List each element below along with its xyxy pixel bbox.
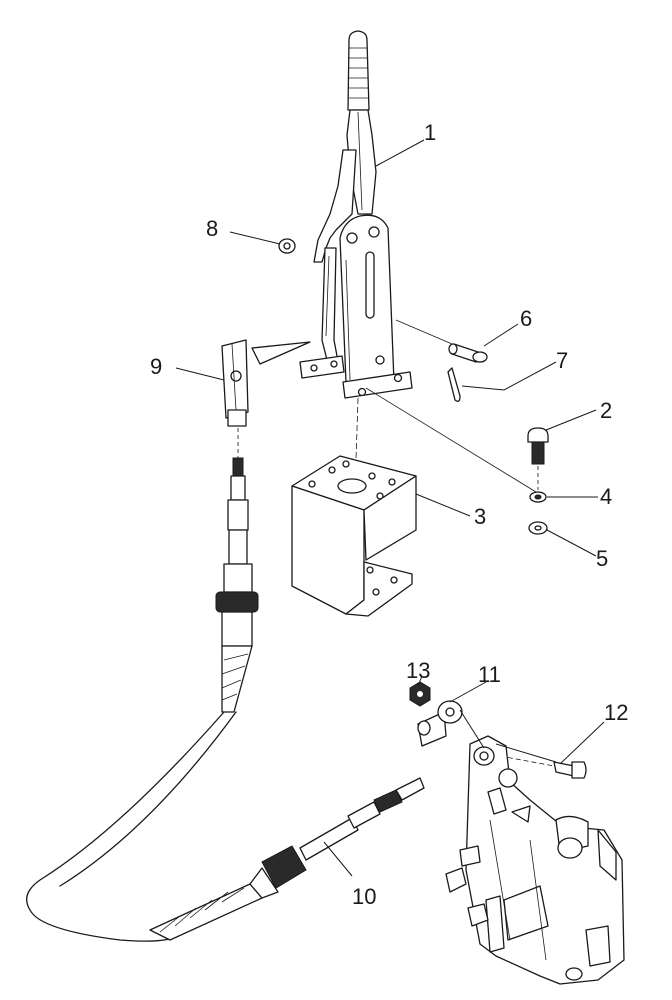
callout-numbers: 1 2 3 4 5 6 7 8 9 10 11 12 13 — [150, 120, 628, 909]
callout-2: 2 — [600, 398, 612, 423]
lever-mounting-plate — [299, 214, 413, 399]
callout-3: 3 — [474, 504, 486, 529]
callout-12: 12 — [604, 700, 628, 725]
part-2-bolt — [527, 427, 549, 465]
callout-5: 5 — [596, 546, 608, 571]
part-1-hand-lever — [313, 30, 377, 373]
callout-7: 7 — [556, 348, 568, 373]
fastener-reference-line — [365, 387, 537, 493]
callout-8: 8 — [206, 216, 218, 241]
callout-4: 4 — [600, 484, 612, 509]
callout-6: 6 — [520, 306, 532, 331]
part-7-cotter-pin — [447, 367, 461, 402]
callout-1: 1 — [424, 120, 436, 145]
control-cable — [26, 428, 259, 942]
part-9-clevis — [221, 339, 311, 427]
part-8-washer — [278, 238, 296, 254]
part-3-bracket — [291, 455, 417, 617]
leader-lines — [175, 139, 605, 877]
callout-11: 11 — [478, 662, 501, 687]
part-12-bolt — [499, 755, 587, 779]
alignment-line — [355, 397, 359, 461]
part-6-pin — [395, 319, 488, 363]
part-4-lock-washer — [529, 491, 547, 503]
part-5-flat-washer — [528, 521, 548, 535]
part-11-rod-end — [417, 700, 463, 747]
part-13-nut — [409, 681, 431, 707]
callout-13: 13 — [406, 658, 430, 683]
callout-9: 9 — [150, 354, 162, 379]
brake-caliper — [445, 709, 625, 985]
callout-10: 10 — [352, 884, 376, 909]
part-10-cable-end — [149, 777, 425, 941]
